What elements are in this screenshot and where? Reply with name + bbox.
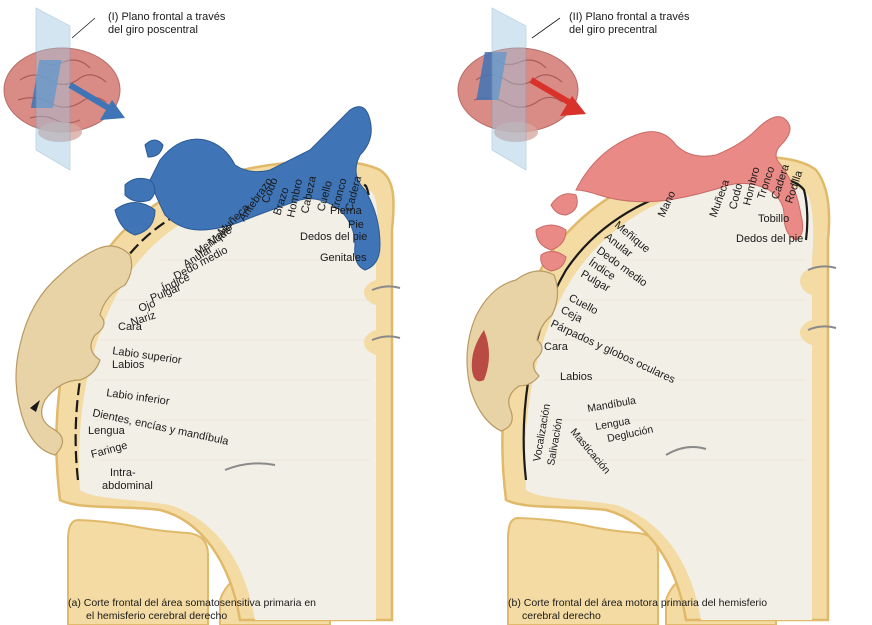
plane-title-line-2: del giro poscentral [108, 24, 198, 36]
white-matter [78, 185, 378, 620]
motor-homunculus-body [535, 116, 804, 272]
label-dedos-del-pie: Dedos del pie [736, 233, 803, 245]
temporal-lobe [67, 518, 209, 625]
plane-title-line-1: (I) Plano frontal a través [108, 11, 226, 23]
plane-pointer-line [71, 17, 96, 39]
panel-somatosensory: Genitales Dedos del pie Pie Pierna Cader… [3, 7, 401, 625]
label-cara: Cara [544, 341, 569, 353]
caption-line-1: (a) Corte frontal del área somatosensiti… [68, 597, 317, 609]
brain-thumbnail-icon [3, 7, 125, 171]
caption-line-1: (b) Corte frontal del área motora primar… [508, 597, 768, 609]
plane-title-line-1: (II) Plano frontal a través [569, 11, 690, 23]
label-tobillo: Tobillo [758, 213, 789, 225]
figure-caption: (b) Corte frontal del área motora primar… [508, 597, 767, 623]
panel-motor: Dedos del pie Tobillo Rodilla Cadera Tro… [436, 0, 872, 625]
plane-title: (II) Plano frontal a través del giro pre… [569, 11, 689, 37]
label-abdominal: abdominal [102, 480, 153, 492]
face-homunculus [466, 270, 559, 432]
somatosensory-diagram: Genitales Dedos del pie Pie Pierna Cader… [3, 7, 401, 625]
plane-title: (I) Plano frontal a través del giro posc… [108, 11, 225, 37]
label-ojo: Ojo [137, 298, 157, 315]
brain-thumbnail-icon [457, 7, 586, 171]
label-intra: Intra- [110, 467, 136, 479]
motor-diagram: Dedos del pie Tobillo Rodilla Cadera Tro… [457, 7, 837, 625]
temporal-lobe [507, 516, 659, 625]
white-matter [524, 181, 814, 621]
sensory-homunculus-body [114, 106, 381, 271]
face-homunculus [15, 245, 133, 456]
label-labios: Labios [112, 359, 145, 371]
label-cara: Cara [118, 321, 143, 333]
label-genitales: Genitales [320, 252, 367, 264]
label-pie: Pie [348, 219, 364, 231]
caption-line-2: el hemisferio cerebral derecho [86, 610, 228, 622]
label-labios: Labios [560, 371, 593, 383]
label-dedos-del-pie: Dedos del pie [300, 231, 367, 243]
label-lengua: Lengua [88, 425, 126, 437]
label-pierna: Pierna [330, 205, 363, 217]
figure-caption: (a) Corte frontal del área somatosensiti… [68, 597, 316, 623]
plane-title-line-2: del giro precentral [569, 24, 658, 36]
plane-pointer-line [531, 17, 561, 39]
caption-line-2: cerebral derecho [522, 610, 601, 622]
